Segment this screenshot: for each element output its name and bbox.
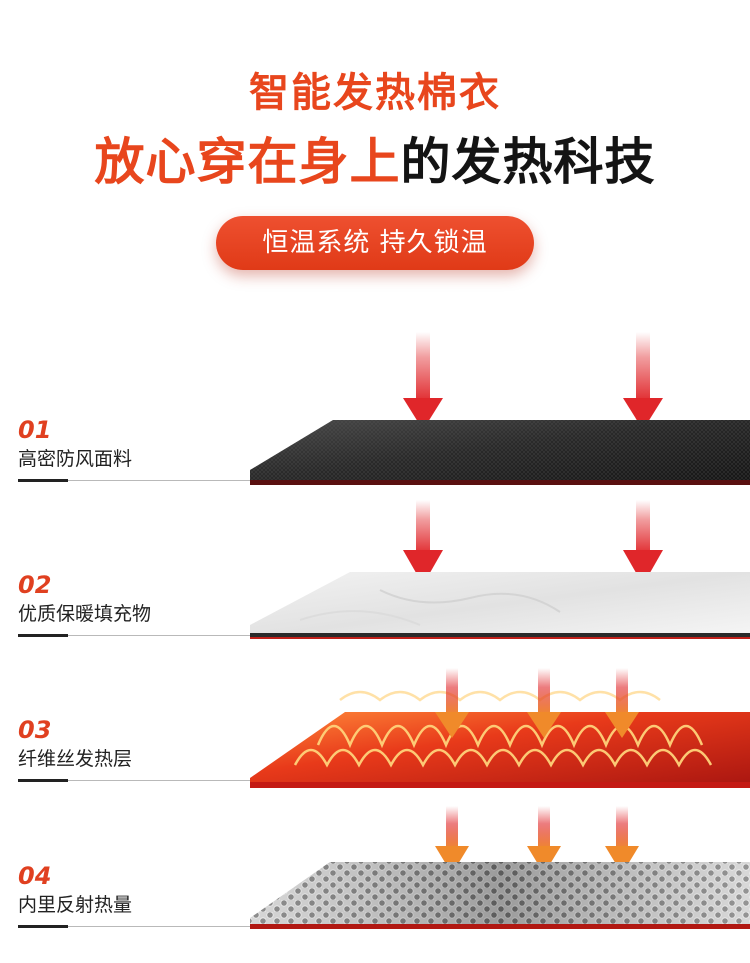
- headline-main: 放心穿在身上的发热科技: [0, 130, 750, 194]
- heat-arrows-middle: [403, 500, 663, 585]
- layer-guide-line: [68, 635, 250, 636]
- layer-4-reflective: [250, 862, 750, 929]
- headline-product: 智能发热棉衣: [249, 70, 501, 116]
- layer-guide-line: [68, 780, 250, 781]
- layer-number: 03: [18, 716, 52, 744]
- layer-2-filler: [250, 572, 750, 639]
- layer-3-heating: [250, 690, 750, 788]
- layer-guide-line: [68, 926, 250, 927]
- fabric-layers-illustration: [250, 332, 750, 929]
- heat-arrows-top: [403, 332, 663, 430]
- layer-number: 01: [18, 416, 52, 444]
- feature-pill: 恒温系统 持久锁温: [216, 216, 534, 270]
- layer-1-fabric: [250, 420, 750, 485]
- heat-arrows-bottom: [435, 806, 639, 874]
- layer-label-1: 01 高密防风面料: [18, 416, 258, 472]
- layer-underline: [18, 634, 68, 637]
- layer-underline: [18, 779, 68, 782]
- headline-main-red: 放心穿在身上: [94, 133, 401, 191]
- layer-number: 02: [18, 571, 52, 599]
- layer-name: 内里反射热量: [18, 894, 133, 916]
- headline-main-dark: 的发热科技: [400, 133, 656, 191]
- heat-arrows-heating: [435, 668, 639, 738]
- layer-underline: [18, 925, 68, 928]
- layer-label-4: 04 内里反射热量: [18, 862, 258, 918]
- layer-label-3: 03 纤维丝发热层: [18, 716, 258, 772]
- layer-label-2: 02 优质保暖填充物: [18, 571, 258, 627]
- layer-number: 04: [18, 862, 52, 890]
- layer-name: 纤维丝发热层: [18, 748, 133, 770]
- layer-guide-line: [68, 480, 250, 481]
- layer-underline: [18, 479, 68, 482]
- layer-name: 优质保暖填充物: [18, 603, 152, 625]
- layer-name: 高密防风面料: [18, 448, 133, 470]
